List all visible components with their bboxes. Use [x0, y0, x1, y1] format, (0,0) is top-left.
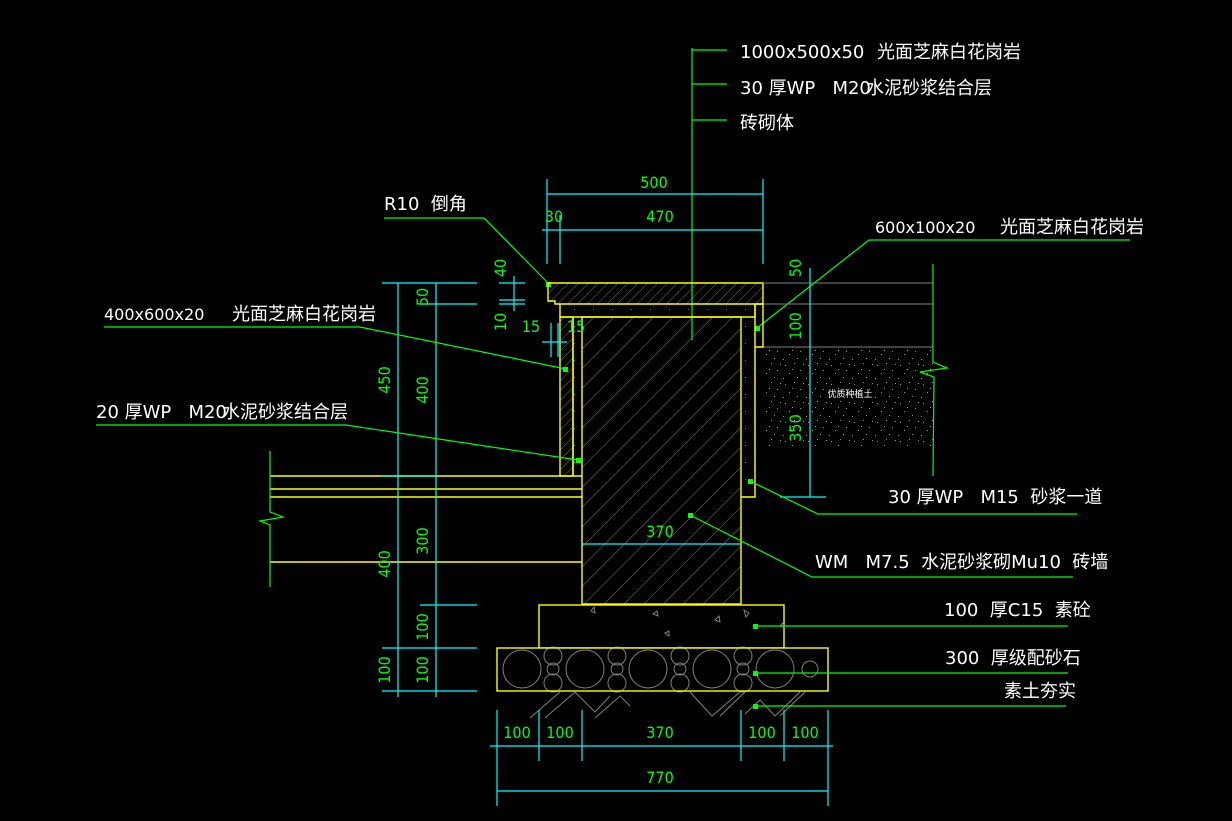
dim-top-30: 30	[545, 207, 563, 226]
dim-left-450: 450	[375, 366, 394, 393]
bottom-dimensions	[490, 710, 833, 806]
dim-left-50: 50	[413, 288, 432, 306]
dim-gap-15-right: 15	[567, 317, 585, 336]
dim-bottom-1: 100	[503, 723, 530, 742]
top-callout-3-text: 砖砌体	[740, 113, 794, 134]
right-callout-3: 100 厚C15 素砼	[944, 600, 1091, 621]
dim-right-100: 100	[786, 312, 805, 339]
top-callout-2-text: 水泥砂浆结合层	[866, 78, 992, 99]
left-callout-1-text: 光面芝麻白花岗岩	[232, 304, 376, 325]
left-callout-2-spec: 20 厚WP M20	[96, 402, 227, 423]
top-callout-1-text: 光面芝麻白花岗岩	[877, 42, 1021, 63]
gravel-circles	[502, 646, 819, 693]
dim-left-300: 300	[413, 527, 432, 554]
break-line-right	[919, 264, 950, 477]
dim-bottom-total: 770	[646, 768, 673, 787]
dim-left-400-inner: 400	[413, 376, 432, 403]
right-callout-5: 素土夯实	[1004, 681, 1076, 702]
left-paving	[257, 451, 582, 587]
left-callout-1-spec: 400x600x20	[104, 305, 204, 324]
dim-bottom-4: 100	[748, 723, 775, 742]
dim-wall-370: 370	[646, 522, 673, 541]
brick-wall	[582, 317, 741, 604]
left-callout-1-leader	[104, 326, 567, 370]
chamfer-note: R10 倒角	[384, 194, 467, 215]
concrete-base	[539, 605, 784, 648]
left-callout-2-text: 水泥砂浆结合层	[222, 402, 348, 423]
right-dimensions	[780, 268, 826, 498]
right-mortar	[741, 317, 755, 497]
dim-bottom-3: 370	[646, 723, 673, 742]
mortar-bed	[560, 304, 755, 317]
chamfer-leader	[384, 217, 550, 285]
right-top-callout-text: 光面芝麻白花岗岩	[1000, 217, 1144, 238]
left-mortar	[573, 317, 582, 476]
left-dimensions	[382, 276, 567, 697]
top-callout-1-spec: 1000x500x50	[740, 42, 864, 63]
right-top-callout-spec: 600x100x20	[875, 218, 975, 237]
left-facing-stone	[560, 317, 573, 476]
dim-bottom-5: 100	[791, 723, 818, 742]
gravel-layer	[497, 648, 828, 691]
right-callout-2-leader	[689, 514, 1073, 578]
leader-dot	[755, 326, 760, 331]
right-top-leader	[756, 239, 1130, 329]
top-callout-2-spec: 30 厚WP M20	[740, 78, 871, 99]
left-callout-2-leader	[96, 424, 579, 461]
dim-left-100-a: 100	[375, 656, 394, 683]
dim-bottom-2: 100	[546, 723, 573, 742]
top-dimensions	[542, 179, 764, 264]
compacted-soil	[529, 691, 806, 719]
dim-top-500: 500	[640, 173, 667, 192]
right-callout-2: WM M7.5 水泥砂浆砌Mu10 砖墙	[815, 552, 1108, 573]
right-callout-4: 300 厚级配砂石	[945, 648, 1081, 669]
right-callout-1-leader	[749, 480, 1077, 515]
dim-right-350: 350	[786, 414, 805, 441]
dim-gap-15-left: 15	[522, 317, 540, 336]
soil-label: 优质种植土	[827, 388, 872, 400]
dim-left-100-inner: 100	[413, 613, 432, 640]
coping-stone-hatch	[548, 283, 763, 304]
dim-top-470: 470	[646, 207, 673, 226]
dim-cap-10: 10	[491, 313, 510, 331]
dim-cap-40: 40	[491, 259, 510, 277]
right-paving	[755, 282, 933, 348]
dim-right-50: 50	[786, 259, 805, 277]
planting-soil	[763, 348, 933, 446]
right-callout-1: 30 厚WP M15 砂浆一道	[888, 487, 1102, 508]
dim-left-400-outer: 400	[375, 550, 394, 577]
dim-left-100-b: 100	[413, 656, 432, 683]
